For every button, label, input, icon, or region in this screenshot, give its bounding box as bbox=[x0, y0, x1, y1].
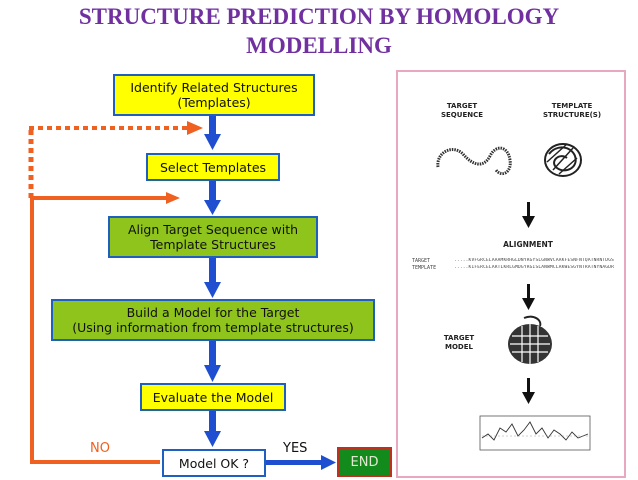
target-model-drawing bbox=[508, 315, 552, 364]
step3-line2: Template Structures bbox=[150, 237, 276, 252]
end-terminal: END bbox=[337, 447, 392, 477]
end-label: END bbox=[350, 454, 379, 470]
slide-title-line-2: MODELLING bbox=[246, 33, 392, 58]
arrow-step4-to-step5 bbox=[204, 341, 221, 382]
target-sequence-line2: SEQUENCE bbox=[440, 111, 484, 119]
template-structure-drawing bbox=[544, 143, 582, 177]
no-label: NO bbox=[90, 441, 110, 456]
target-model-line2: MODEL bbox=[445, 343, 473, 351]
decision-model-ok: Model OK ? bbox=[162, 449, 266, 477]
step-evaluate-model: Evaluate the Model bbox=[140, 383, 286, 411]
arrow-step5-to-decision bbox=[204, 411, 221, 447]
arrow-step3-to-step4 bbox=[204, 258, 221, 298]
panel-arrow-3 bbox=[522, 378, 535, 404]
evaluation-plot bbox=[479, 415, 591, 451]
step1-line1: Identify Related Structures bbox=[130, 80, 298, 95]
arrow-step1-to-step2 bbox=[204, 116, 221, 150]
panel-target-sequence-label: TARGET SEQUENCE bbox=[432, 102, 492, 120]
step2-label: Select Templates bbox=[159, 159, 267, 175]
step-align-target-sequence: Align Target Sequence with Template Stru… bbox=[108, 216, 318, 258]
alignment-template-sequence-row: .....KIFERCELARTLKRLGMDGYRGISLANWMCLAKWE… bbox=[454, 265, 614, 270]
step-select-templates: Select Templates bbox=[146, 153, 280, 181]
target-model-line1: TARGET bbox=[443, 334, 475, 342]
slide-title-line-1: STRUCTURE PREDICTION BY HOMOLOGY bbox=[78, 4, 560, 29]
decision-label: Model OK ? bbox=[178, 455, 250, 471]
feedback-loop-no bbox=[30, 192, 180, 464]
alignment-template-row-label: TEMPLATE bbox=[412, 265, 437, 271]
arrow-step2-to-step3 bbox=[204, 180, 221, 215]
panel-arrow-1 bbox=[522, 202, 535, 228]
step4-line1: Build a Model for the Target bbox=[126, 305, 300, 320]
sequence-squiggle bbox=[436, 146, 512, 176]
feedback-loop-dotted bbox=[28, 121, 203, 198]
step4-line2: (Using information from template structu… bbox=[72, 320, 354, 335]
panel-alignment-label: ALIGNMENT bbox=[503, 240, 553, 249]
step-identify-related-structures: Identify Related Structures (Templates) bbox=[113, 74, 315, 116]
panel-drawings bbox=[436, 143, 591, 451]
step3-line1: Align Target Sequence with bbox=[127, 222, 299, 237]
yes-label: YES bbox=[283, 441, 308, 456]
step1-line2: (Templates) bbox=[177, 95, 251, 110]
target-sequence-line1: TARGET bbox=[446, 102, 478, 110]
template-structures-line2: STRUCTURE(S) bbox=[542, 111, 602, 119]
arrow-yes-to-end bbox=[265, 455, 336, 470]
panel-arrow-2 bbox=[522, 284, 535, 310]
template-structures-line1: TEMPLATE bbox=[551, 102, 593, 110]
panel-target-model-label: TARGET MODEL bbox=[434, 334, 484, 352]
panel-template-structures-label: TEMPLATE STRUCTURE(S) bbox=[532, 102, 612, 120]
alignment-target-sequence-row: .....KVFGRCELAAAMKRHGLDNYRGYSLGNWVCAAKFE… bbox=[454, 258, 614, 263]
step5-label: Evaluate the Model bbox=[152, 389, 274, 405]
alignment-target-row-label: TARGET bbox=[412, 258, 431, 264]
homology-illustration-panel: TARGET SEQUENCE TEMPLATE STRUCTURE(S) bbox=[396, 70, 626, 478]
step-build-model: Build a Model for the Target (Using info… bbox=[51, 299, 375, 341]
